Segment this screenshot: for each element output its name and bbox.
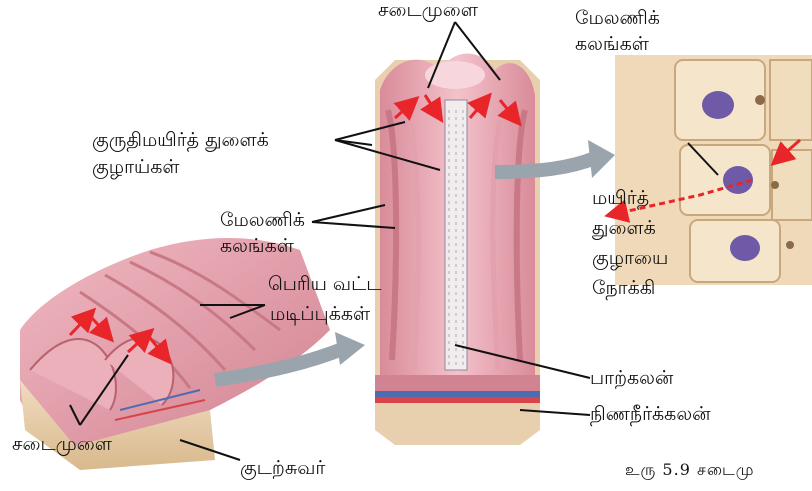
label-toward-line1: மயிர்த்: [592, 186, 649, 210]
label-epithelial-top-line1: மேலணிக்: [575, 6, 660, 30]
figure-caption: உரு 5.9 சடைமு: [625, 460, 754, 481]
label-lacteal: பாற்கலன்: [590, 366, 673, 390]
label-epithelial-mid-line2: கலங்கள்: [220, 234, 294, 258]
label-toward-line4: நோக்கி: [592, 276, 655, 300]
label-toward-line2: துளைக்: [592, 216, 656, 240]
zoom-arrow-1-head: [335, 332, 365, 365]
label-epithelial-mid-line1: மேலணிக்: [220, 208, 305, 232]
label-toward-line3: குழாயை: [592, 246, 668, 270]
label-epithelial-top-line2: கலங்கள்: [575, 32, 649, 56]
label-capillaries-line2: குழாய்கள்: [92, 155, 180, 179]
label-capillaries-line1: குருதிமயிர்த் துளைக்: [92, 128, 269, 152]
label-lymph-vessel: நிணநீர்க்கலன்: [590, 402, 711, 426]
label-villi-bottom: சடைமுளை: [12, 432, 112, 456]
label-circular-folds-line2: மடிப்புக்கள்: [270, 302, 370, 326]
villus-block-illustration: [375, 54, 540, 446]
label-circular-folds-line1: பெரிய வட்ட: [268, 272, 381, 296]
label-intestinal-wall: குடற்சுவர்: [240, 456, 325, 480]
zoom-arrow-2-head: [588, 140, 615, 178]
label-villi-top: சடைமுளை: [378, 0, 478, 22]
